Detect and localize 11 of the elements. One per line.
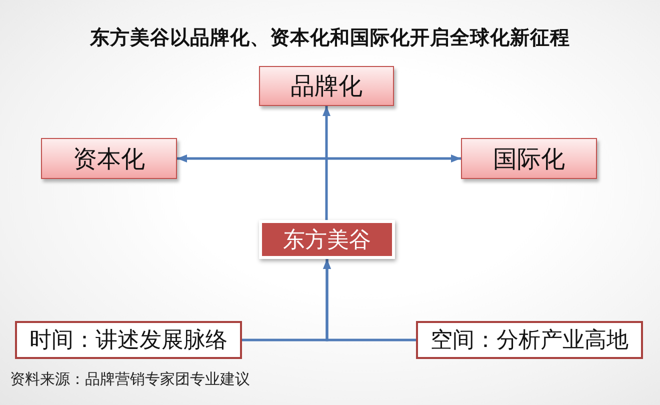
process-box: 国际化 bbox=[461, 138, 597, 179]
process-box: 资本化 bbox=[41, 138, 177, 179]
arrow bbox=[322, 106, 330, 220]
title: 东方美谷以品牌化、资本化和国际化开启全球化新征程 bbox=[88, 25, 571, 51]
bordered-box: 时间：讲述发展脉络 bbox=[15, 321, 242, 359]
bordered-box: 空间：分析产业高地 bbox=[416, 321, 643, 359]
source-note: 资料来源：品牌营销专家团专业建议 bbox=[10, 370, 250, 389]
arrow bbox=[323, 259, 416, 342]
arrow bbox=[177, 154, 461, 162]
process-box: 品牌化 bbox=[259, 66, 394, 106]
center-box: 东方美谷 bbox=[259, 220, 395, 259]
